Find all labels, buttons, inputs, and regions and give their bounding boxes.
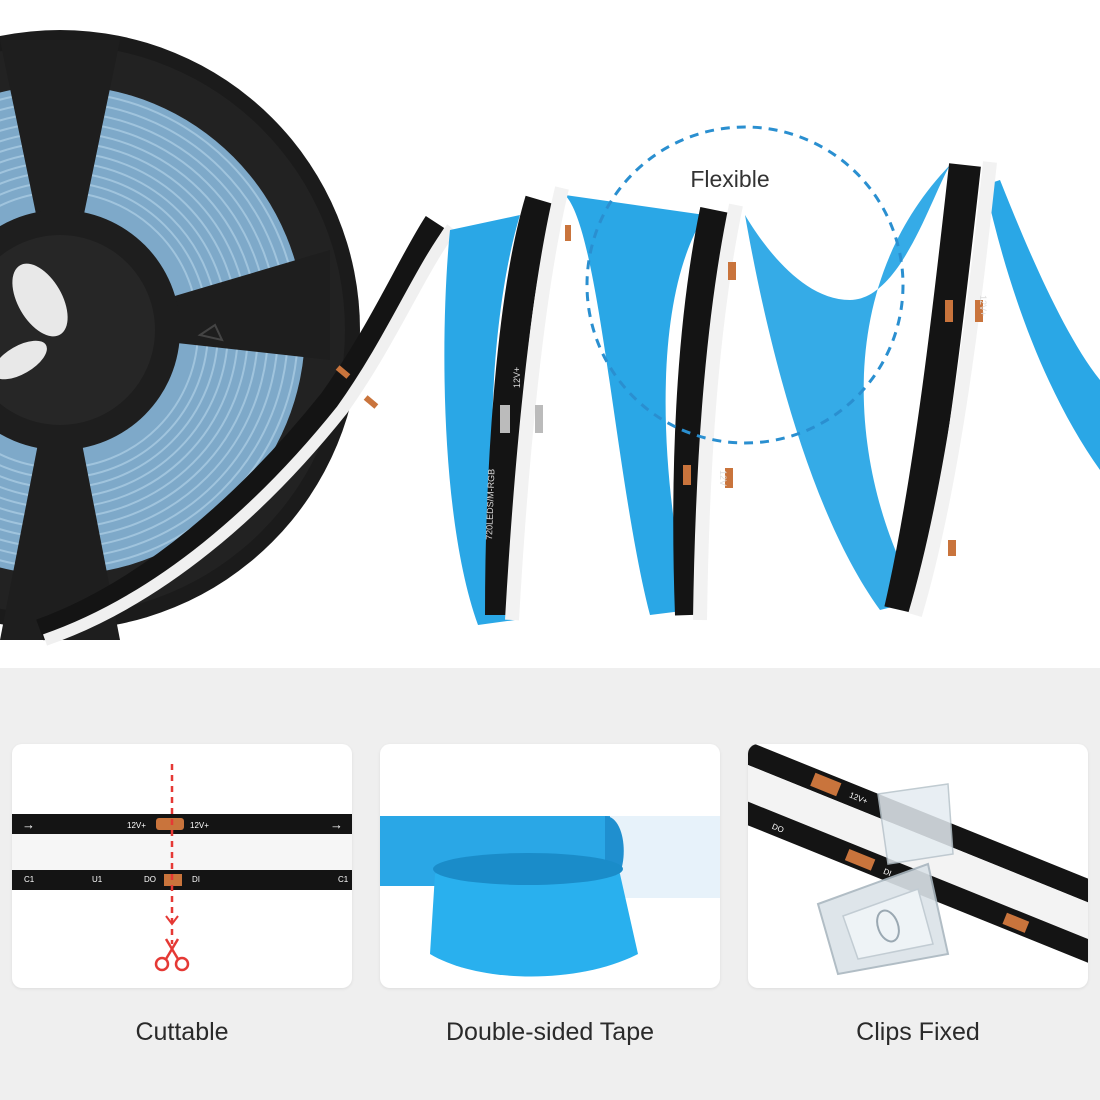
caption-clips-fixed: Clips Fixed: [856, 1018, 980, 1046]
caption-double-sided-tape: Double-sided Tape: [445, 1018, 655, 1046]
flexible-dashed-circle: [585, 125, 905, 445]
svg-text:720LEDS/M-RGB: 720LEDS/M-RGB: [484, 469, 496, 540]
feature-card-double-sided-tape: [380, 744, 720, 988]
caption-cuttable: Cuttable: [135, 1018, 229, 1046]
svg-text:DI: DI: [882, 867, 893, 878]
double-sided-tape-wave: [444, 165, 1100, 625]
hero-section: 12V+ 720LEDS/M-RGB 12V+ 12V Flexible: [0, 30, 1100, 646]
clips-illustration: 12V+ DO DI: [748, 744, 1088, 977]
solder-pads: [500, 225, 983, 556]
svg-text:12V: 12V: [718, 470, 728, 486]
feature-card-cuttable: → → 12V+ 12V+ DO DI U1 C1 C1: [12, 744, 352, 988]
feature-card-clips-fixed: 12V+ DO DI: [748, 744, 1088, 988]
svg-text:U1: U1: [92, 875, 103, 884]
flexible-label: Flexible: [690, 166, 770, 192]
svg-text:C1: C1: [338, 875, 349, 884]
svg-text:→: →: [22, 817, 35, 832]
svg-text:12V+: 12V+: [190, 821, 209, 830]
hero-illustration: 12V+ 720LEDS/M-RGB 12V+ 12V: [0, 30, 1100, 646]
svg-text:C1: C1: [24, 875, 35, 884]
svg-text:DO: DO: [771, 822, 785, 835]
svg-text:DI: DI: [192, 875, 200, 884]
svg-text:→: →: [330, 817, 343, 832]
svg-text:12V+: 12V+: [127, 821, 146, 830]
tape-illustration: [380, 816, 720, 977]
tape-icon: [430, 853, 638, 977]
scissors-icon: [154, 938, 190, 972]
svg-text:DO: DO: [144, 875, 156, 884]
clip-icon: [816, 783, 954, 976]
cuttable-illustration: → → 12V+ 12V+ DO DI U1 C1 C1: [12, 764, 352, 972]
svg-text:12V+: 12V+: [978, 295, 988, 316]
svg-text:12V+: 12V+: [512, 367, 522, 388]
led-strip-lead: [36, 215, 457, 646]
led-strip-coils: [485, 161, 997, 621]
strip-markings: 12V+ 720LEDS/M-RGB 12V+ 12V: [484, 295, 988, 540]
